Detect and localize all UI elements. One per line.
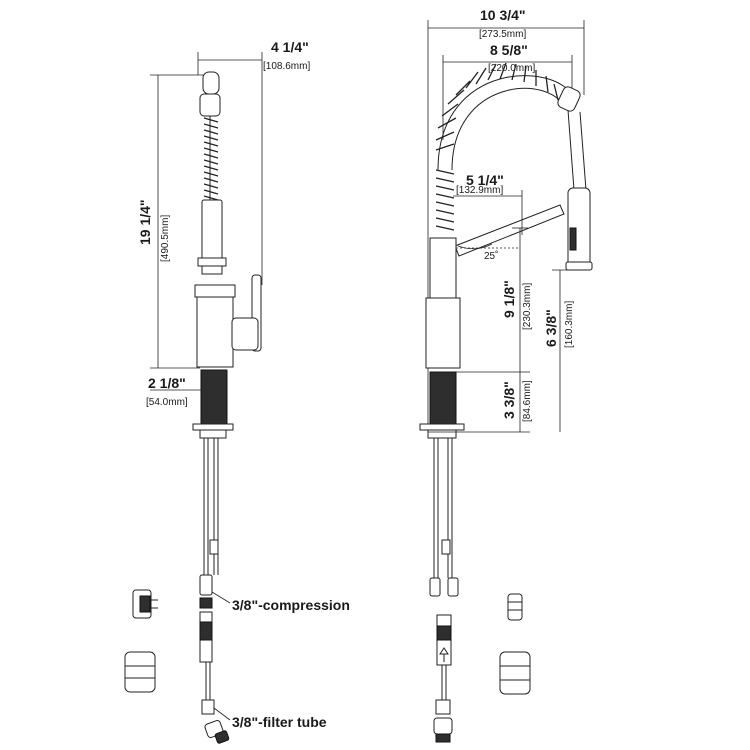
side-height-metric: [490.5mm] — [160, 215, 171, 262]
handle-height-dimension: 9 1/8" [230.3mm] — [501, 227, 533, 432]
side-width-dimension: 4 1/4" [108.6mm] — [197, 39, 310, 285]
spout-reach-metric: [220.0mm] — [488, 63, 535, 74]
side-base-dimension: 2 1/8" [54.0mm] — [146, 375, 201, 408]
front-loose-parts — [499, 593, 531, 695]
side-width-metric: [108.6mm] — [263, 61, 310, 72]
total-reach-metric: [273.5mm] — [479, 29, 526, 40]
handle-height-label: 9 1/8" — [501, 280, 517, 318]
front-spout-reach-dimension: 8 5/8" [220.0mm] — [442, 42, 573, 140]
side-base-label: 2 1/8" — [148, 375, 186, 391]
side-base-metric: [54.0mm] — [146, 397, 188, 408]
spout-height-label: 6 3/8" — [543, 309, 559, 347]
handle-length-metric: [132.9mm] — [456, 185, 503, 196]
spout-reach-label: 8 5/8" — [490, 42, 528, 58]
side-height-label: 19 1/4" — [137, 199, 153, 245]
side-width-label: 4 1/4" — [271, 39, 309, 55]
shank-height-dimension: 3 3/8" [84.6mm] — [428, 371, 533, 433]
total-reach-label: 10 3/4" — [480, 7, 526, 23]
spout-height-metric: [160.3mm] — [564, 301, 575, 348]
side-faucet-body — [192, 71, 262, 744]
side-height-dimension: 19 1/4" [490.5mm] — [137, 74, 205, 369]
front-faucet-body — [419, 62, 593, 743]
shank-height-metric: [84.6mm] — [522, 380, 533, 422]
handle-length-dimension: 5 1/4" [132.9mm] 25˚ — [453, 172, 523, 262]
filter-tube-label: 3/8"-filter tube — [232, 714, 327, 730]
handle-angle-label: 25˚ — [484, 250, 498, 262]
front-view: 10 3/4" [273.5mm] 8 5/8" [220.0mm] — [419, 7, 593, 743]
spout-height-dimension: 6 3/8" [160.3mm] — [543, 269, 590, 432]
shank-height-label: 3 3/8" — [501, 381, 517, 419]
handle-length-label: 5 1/4" — [466, 172, 504, 188]
handle-height-metric: [230.3mm] — [522, 283, 533, 330]
side-loose-parts — [124, 589, 158, 693]
compression-label: 3/8"-compression — [232, 597, 350, 613]
side-view: 4 1/4" [108.6mm] 19 1/4" [490.5mm] — [124, 39, 350, 744]
connection-callouts: 3/8"-compression 3/8"-filter tube — [211, 591, 350, 730]
